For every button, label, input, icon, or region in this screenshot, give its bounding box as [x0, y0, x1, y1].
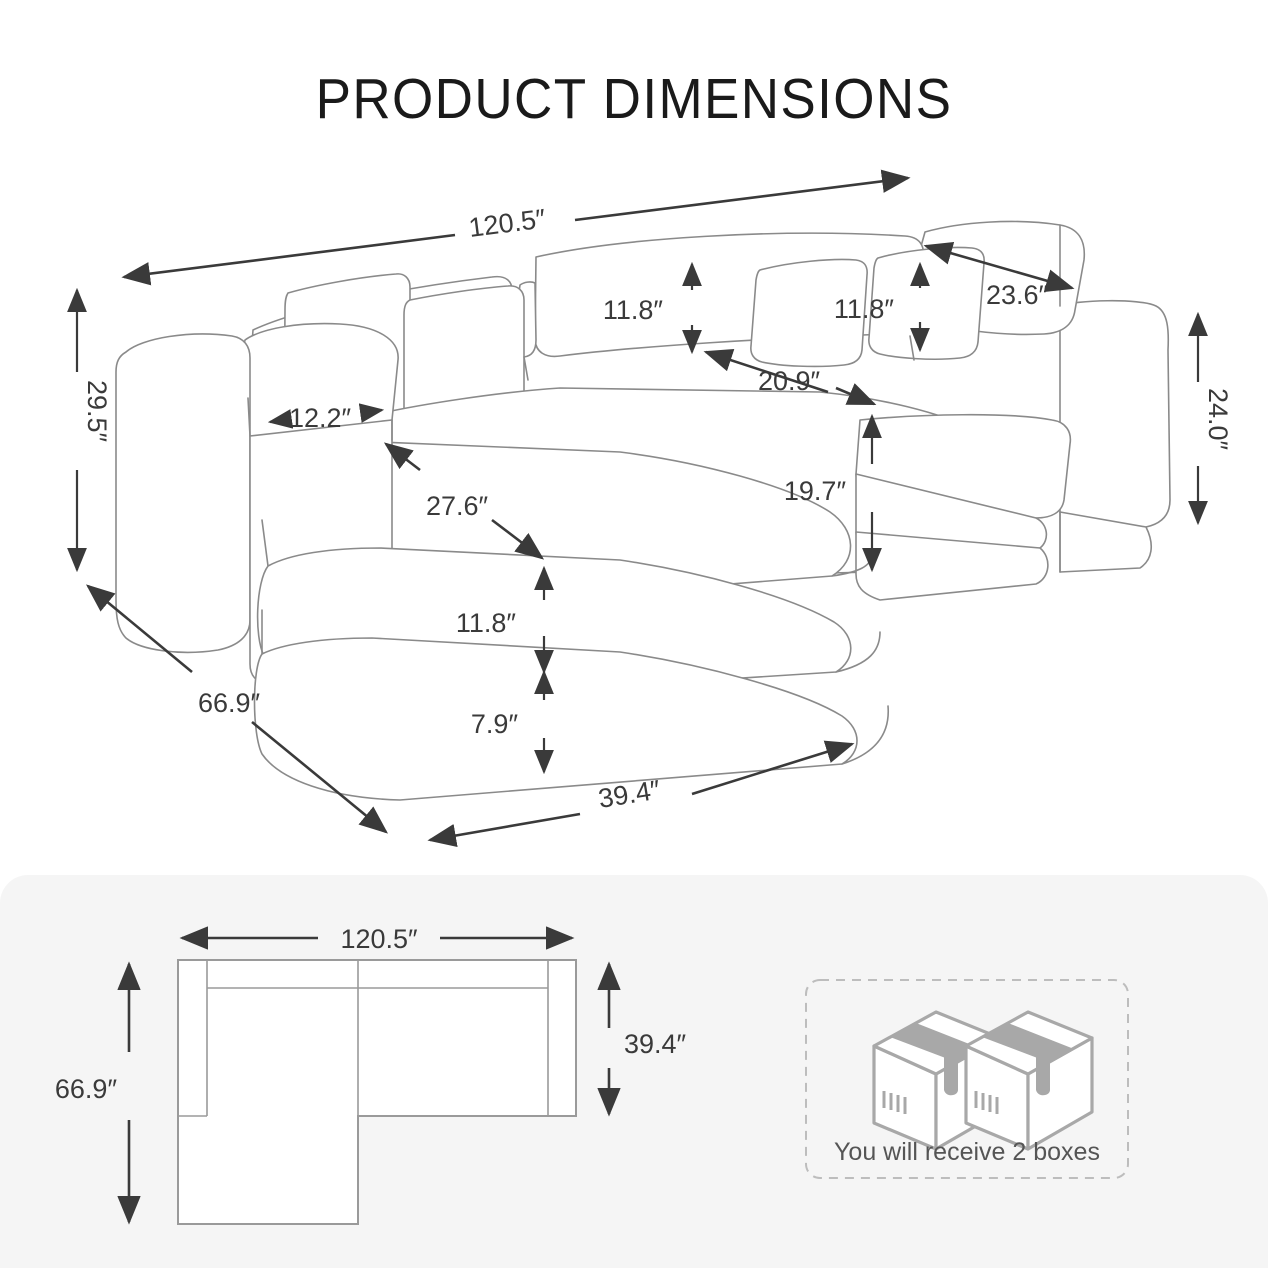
page-title: PRODUCT DIMENSIONS — [315, 67, 953, 131]
shipping-box-2 — [964, 1010, 1094, 1151]
dim-seat-depth-label: 27.6″ — [426, 491, 489, 521]
plan-width-label: 120.5″ — [340, 924, 418, 954]
dim-back-height-right-label: 24.0″ — [1203, 388, 1233, 451]
dim-back-cushion-width-label: 23.6″ — [986, 280, 1049, 310]
boxes-panel-border — [805, 979, 1129, 1179]
dim-overall-height-label: 29.5″ — [82, 380, 112, 443]
dim-armrest-width-label: 12.2″ — [289, 403, 352, 433]
boxes-panel: You will receive 2 boxes — [805, 979, 1129, 1179]
plan-depth-label: 66.9″ — [55, 1074, 118, 1104]
dim-seat-height-right-label: 19.7″ — [784, 476, 847, 506]
plan-sofa-depth-label: 39.4″ — [624, 1029, 687, 1059]
dim-seat-cushion-height-label: 11.8″ — [456, 608, 517, 638]
dim-overall-depth-label: 66.9″ — [198, 688, 261, 718]
dim-base-height-label: 7.9″ — [471, 709, 519, 739]
top-view-dimensions: 120.5″ 66.9″ 39.4″ — [55, 924, 687, 1225]
dim-back-cushion-height-label: 11.8″ — [603, 295, 664, 325]
top-view-plan — [177, 959, 577, 1225]
dim-seat-to-back-depth-label: 20.9″ — [758, 366, 821, 396]
boxes-caption: You will receive 2 boxes — [834, 1138, 1100, 1166]
dim-pillow-height-label: 11.8″ — [834, 294, 895, 324]
